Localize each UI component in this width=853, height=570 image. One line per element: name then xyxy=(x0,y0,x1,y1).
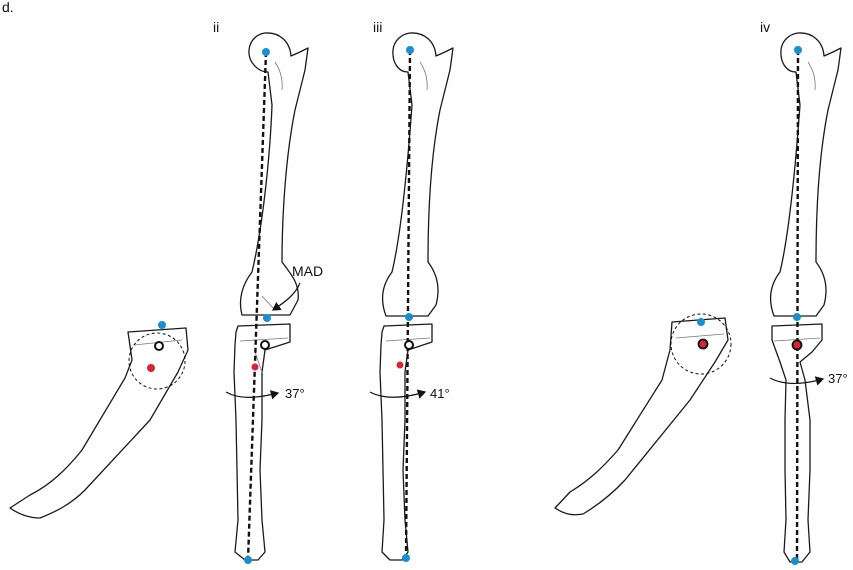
red-point xyxy=(396,361,404,369)
rotation-arrow xyxy=(369,389,427,399)
rotation-label: 41° xyxy=(430,386,450,401)
blue-point xyxy=(263,314,271,322)
red-point xyxy=(147,364,155,372)
panel-label-iv: iv xyxy=(760,19,770,35)
panel-i-tibia xyxy=(9,321,189,519)
blue-point xyxy=(406,46,414,54)
osteotomy-circle xyxy=(128,332,186,390)
rotation-label: 37° xyxy=(285,386,305,401)
rotation-label: 37° xyxy=(828,371,848,386)
femur-iii xyxy=(381,32,454,317)
panel-label-iii: iii xyxy=(373,19,382,35)
blue-point xyxy=(158,321,166,329)
tibia-shaft-left xyxy=(9,327,189,519)
panel-label-ii: ii xyxy=(213,19,219,35)
tibia-shaft-right xyxy=(554,317,729,516)
mad-arrow xyxy=(272,282,301,311)
panel-ii: ii MAD 37° xyxy=(213,19,323,564)
red-point xyxy=(697,338,709,350)
mad-label: MAD xyxy=(292,263,323,279)
open-point xyxy=(404,340,414,350)
tibia-ii xyxy=(233,323,291,561)
femur-ii xyxy=(239,32,309,316)
mechanical-axis-iv xyxy=(795,49,800,561)
blue-point xyxy=(244,556,252,564)
panel-iv-tibia xyxy=(554,313,732,516)
mechanical-axis-ii xyxy=(246,51,268,561)
femur-iv xyxy=(769,32,842,317)
blue-point xyxy=(794,46,802,54)
blue-point xyxy=(405,313,413,321)
blue-point xyxy=(697,318,705,326)
red-point xyxy=(251,363,259,371)
blue-point xyxy=(793,313,801,321)
mechanical-axis-iii xyxy=(404,49,412,559)
panel-letter: d. xyxy=(2,0,14,15)
blue-point xyxy=(262,48,270,56)
red-point xyxy=(791,339,803,351)
blue-point xyxy=(402,554,410,562)
rotation-arrow xyxy=(769,376,825,386)
osteotomy-circle xyxy=(670,313,732,375)
panel-iv: iv 37° xyxy=(760,19,848,565)
open-point xyxy=(260,340,270,350)
blue-point xyxy=(791,557,799,565)
open-point xyxy=(154,341,164,351)
panel-iii: iii 41° xyxy=(369,19,454,562)
rotation-arrow xyxy=(225,390,280,400)
